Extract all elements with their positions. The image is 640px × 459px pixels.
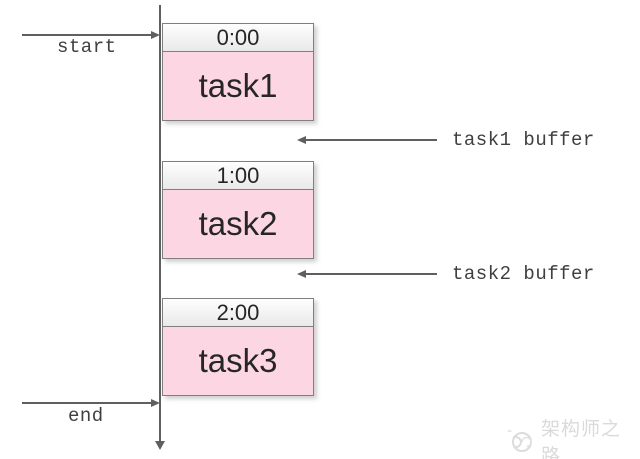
buffer-arrowhead-icon	[297, 135, 306, 144]
task-name: task2	[163, 190, 313, 258]
buffer-arrowhead-icon	[297, 269, 306, 278]
task-box: 2:00 task3	[162, 298, 314, 396]
end-label: end	[68, 405, 104, 427]
start-arrow-line	[22, 34, 152, 36]
end-arrow-line	[22, 402, 152, 404]
buffer-arrow-line	[306, 139, 437, 141]
end-arrowhead-icon	[151, 398, 160, 407]
task-time-header: 0:00	[163, 24, 313, 52]
task-name: task3	[163, 327, 313, 395]
snail-logo-icon	[500, 428, 536, 454]
watermark-text: 架构师之路	[541, 419, 622, 459]
buffer-label: task2 buffer	[452, 263, 595, 285]
task-box: 1:00 task2	[162, 161, 314, 259]
task-time-header: 1:00	[163, 162, 313, 190]
task-time-header: 2:00	[163, 299, 313, 327]
start-arrowhead-icon	[151, 30, 160, 39]
timeline-axis	[159, 5, 161, 443]
buffer-arrow-line	[306, 273, 437, 275]
task-name: task1	[163, 52, 313, 120]
watermark: 架构师之路	[500, 414, 640, 459]
start-label: start	[57, 36, 117, 58]
timeline-down-arrowhead-icon	[154, 441, 165, 450]
buffer-label: task1 buffer	[452, 129, 595, 151]
task-box: 0:00 task1	[162, 23, 314, 121]
